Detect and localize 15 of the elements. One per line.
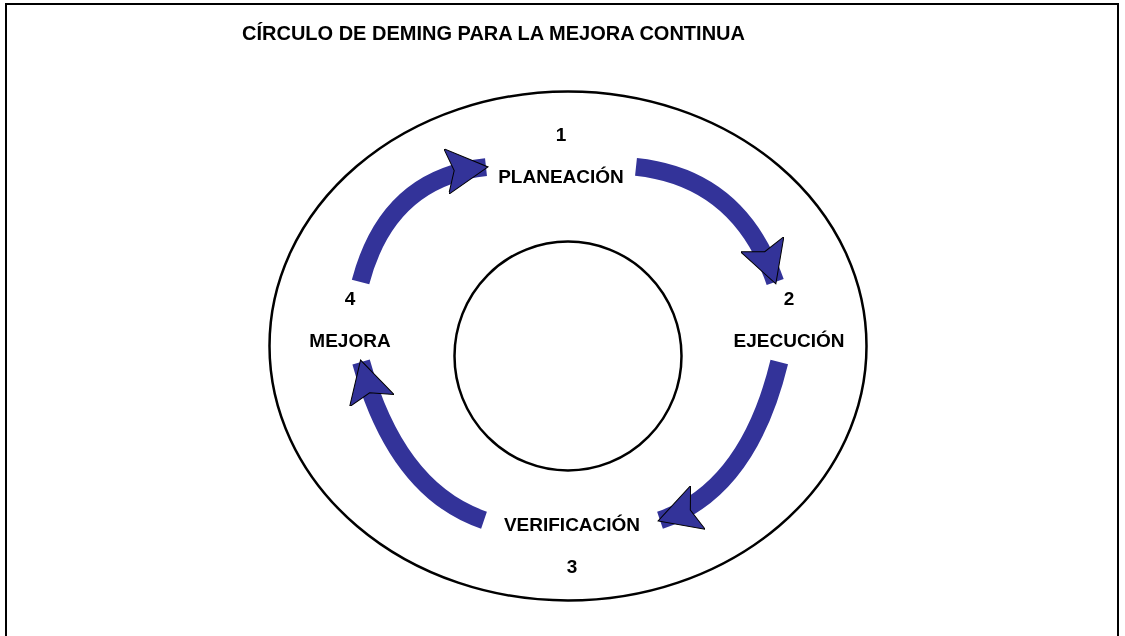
curved-arrow	[656, 359, 788, 529]
stage-label: MEJORA	[308, 330, 392, 352]
step-number: 2	[782, 288, 796, 310]
curved-arrow	[351, 149, 489, 285]
title: CÍRCULO DE DEMING PARA LA MEJORA CONTINUA	[242, 22, 745, 45]
stage-label: PLANEACIÓN	[497, 166, 625, 188]
step-number: 4	[343, 288, 357, 310]
outer-ellipse	[268, 90, 868, 602]
stage-label: VERIFICACIÓN	[502, 514, 642, 536]
step-number: 1	[554, 124, 568, 146]
curved-arrow	[350, 359, 488, 529]
stage-label: EJECUCIÓN	[732, 330, 846, 352]
outer-ellipse	[453, 240, 683, 472]
step-number: 3	[565, 556, 579, 578]
curved-arrow	[634, 158, 784, 286]
